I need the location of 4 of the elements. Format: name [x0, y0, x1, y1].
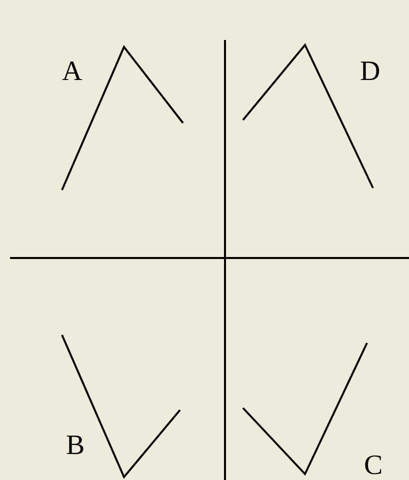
shape-label: B [66, 432, 85, 460]
shape-label: D [360, 58, 380, 86]
shape-label: A [62, 58, 82, 86]
shape-label: C [364, 452, 383, 480]
